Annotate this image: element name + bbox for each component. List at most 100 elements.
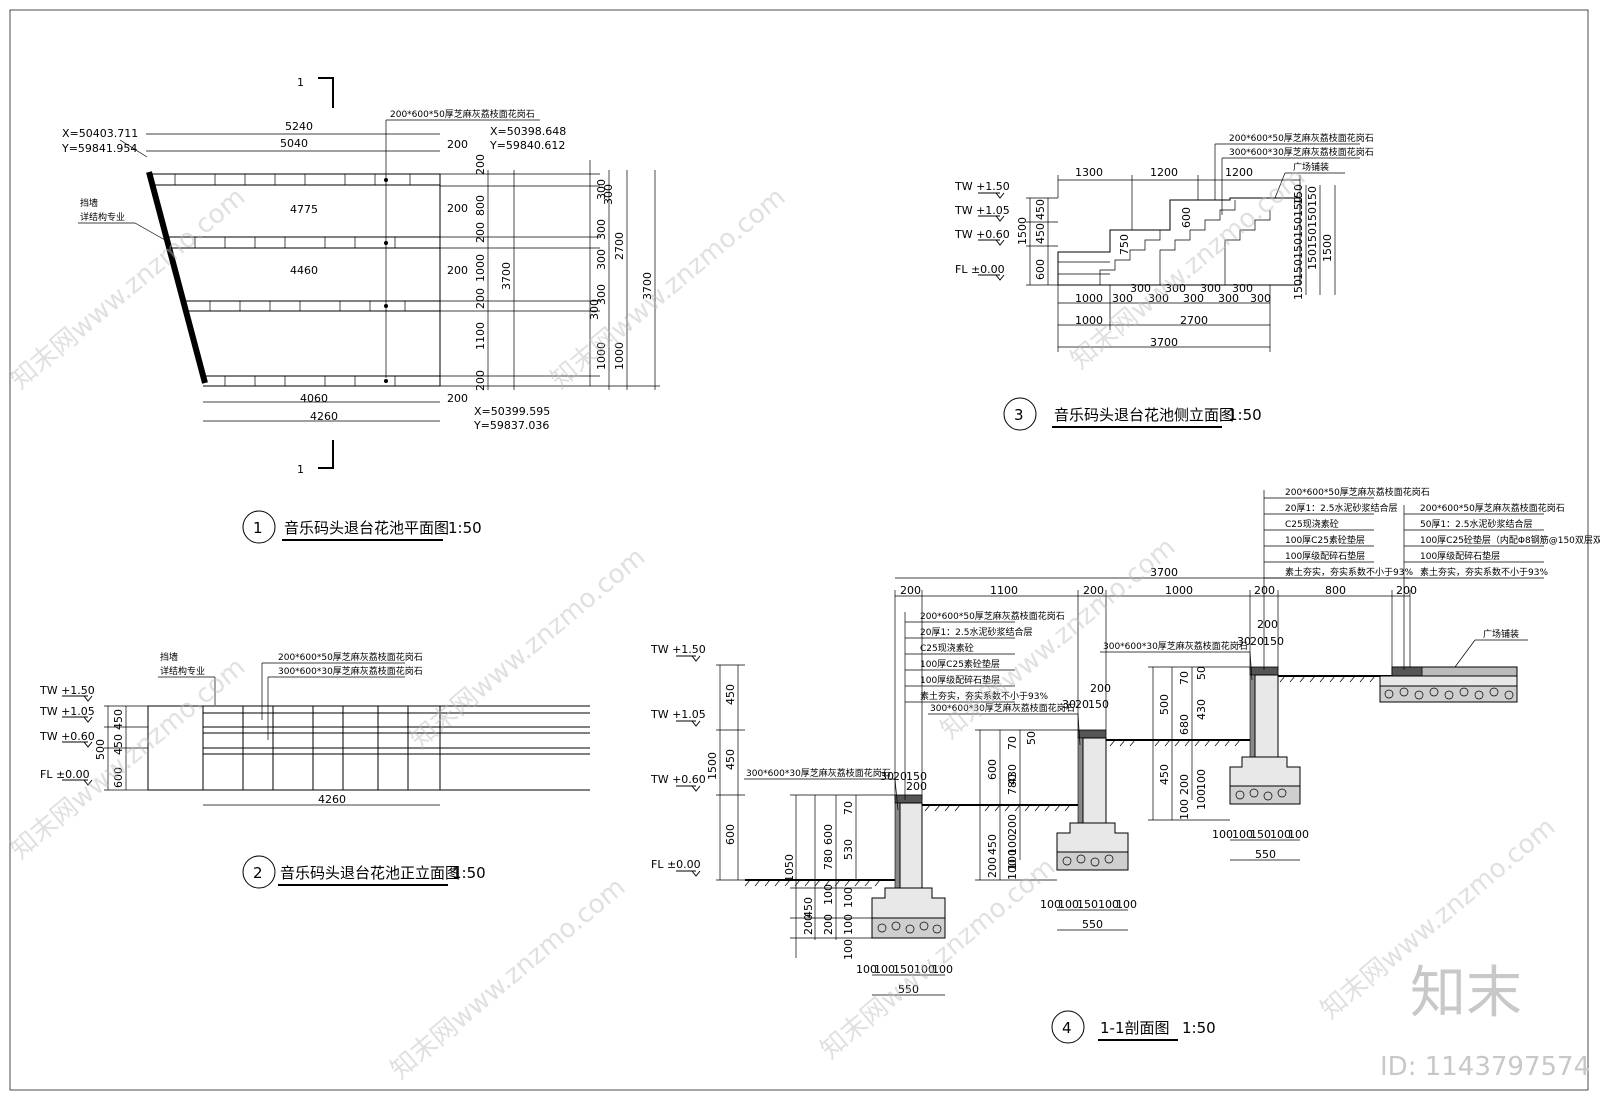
svg-text:300: 300: [595, 179, 608, 200]
section-plaza-paving: 广场铺装: [1379, 628, 1528, 703]
svg-text:450: 450: [1034, 223, 1047, 244]
svg-text:150: 150: [1263, 635, 1284, 648]
side-dim-3700: 3700: [1150, 336, 1178, 349]
svg-text:2700: 2700: [1180, 314, 1208, 327]
svg-text:200: 200: [1083, 584, 1104, 597]
plan-wall-label-2: 详结构专业: [80, 211, 125, 223]
retaining-wall: [146, 171, 208, 384]
front-scale: 1:50: [452, 864, 486, 882]
ground-lines: [744, 675, 1392, 887]
svg-text:素土夯实，夯实系数不小于93%: 素土夯实，夯实系数不小于93%: [1285, 566, 1413, 578]
section-wall-2: [1056, 729, 1129, 871]
svg-text:200: 200: [802, 914, 815, 935]
section-mark-top-line: [318, 77, 334, 108]
svg-text:300*600*30厚芝麻灰荔枝面花岗石: 300*600*30厚芝麻灰荔枝面花岗石: [1229, 146, 1374, 158]
svg-text:200*600*50厚芝麻灰荔枝面花岗石: 200*600*50厚芝麻灰荔枝面花岗石: [920, 610, 1065, 622]
plan-title-num: 1: [253, 519, 263, 537]
front-planters: [202, 705, 590, 791]
front-level-060: TW +0.60: [39, 730, 95, 743]
svg-text:100: 100: [874, 963, 895, 976]
plan-dim-4260: 4260: [310, 410, 338, 423]
svg-text:150: 150: [1077, 898, 1098, 911]
svg-text:70: 70: [1178, 671, 1191, 685]
section-view: TW +1.50 TW +1.05 TW +0.60 FL ±0.00 450 …: [650, 486, 1600, 1044]
svg-text:2700: 2700: [613, 232, 626, 260]
svg-text:430: 430: [1195, 699, 1208, 720]
svg-text:300: 300: [1148, 292, 1169, 305]
plan-vert-dims: 200 800 200 1000 200 1100 200 3700 300 3…: [474, 154, 654, 391]
svg-text:200*600*50厚芝麻灰荔枝面花岗石: 200*600*50厚芝麻灰荔枝面花岗石: [1285, 486, 1430, 498]
side-title-num: 3: [1014, 406, 1024, 424]
plan-stone-note: 200*600*50厚芝麻灰荔枝面花岗石: [390, 108, 535, 120]
svg-text:780: 780: [1006, 774, 1019, 795]
planter-strips: [150, 173, 441, 387]
svg-text:100: 100: [914, 963, 935, 976]
svg-text:3700: 3700: [500, 262, 513, 290]
svg-text:200: 200: [447, 392, 468, 405]
svg-text:100: 100: [822, 884, 835, 905]
section-wall-1: [871, 794, 946, 939]
svg-text:广场铺装: 广场铺装: [1293, 161, 1329, 173]
section-title-num: 4: [1062, 1019, 1072, 1037]
svg-text:100: 100: [1006, 859, 1019, 880]
svg-text:300: 300: [1218, 292, 1239, 305]
svg-text:300*600*30厚芝麻灰荔枝面花岗石: 300*600*30厚芝麻灰荔枝面花岗石: [278, 665, 423, 677]
svg-text:300: 300: [588, 299, 601, 320]
svg-text:30: 30: [1062, 698, 1076, 711]
svg-text:300: 300: [1130, 282, 1151, 295]
svg-text:200: 200: [1178, 774, 1191, 795]
svg-text:150150150150: 150150150150: [1306, 186, 1319, 270]
coord-tl-y: Y=59841.954: [61, 142, 137, 155]
svg-text:1500: 1500: [1016, 217, 1029, 245]
svg-text:430: 430: [1006, 764, 1019, 785]
side-level-150: TW +1.50: [954, 180, 1010, 193]
svg-text:600: 600: [1180, 207, 1193, 228]
svg-text:530: 530: [842, 839, 855, 860]
svg-text:200: 200: [474, 154, 487, 175]
svg-text:680: 680: [1178, 714, 1191, 735]
svg-text:780: 780: [822, 849, 835, 870]
svg-text:20厚1：2.5水泥砂浆结合层: 20厚1：2.5水泥砂浆结合层: [1285, 502, 1398, 514]
svg-text:150: 150: [1292, 279, 1305, 300]
svg-text:知末网www.znzmo.com: 知末网www.znzmo.com: [385, 872, 631, 1085]
front-title: 音乐码头退台花池正立面图: [280, 864, 460, 882]
coord-tr-y: Y=59840.612: [489, 139, 565, 152]
svg-text:550: 550: [1082, 918, 1103, 931]
svg-text:550: 550: [1255, 848, 1276, 861]
svg-text:200: 200: [1254, 584, 1275, 597]
svg-text:50厚1：2.5水泥砂浆结合层: 50厚1：2.5水泥砂浆结合层: [1420, 518, 1533, 530]
svg-text:500: 500: [1158, 694, 1171, 715]
svg-text:100厚级配碎石垫层: 100厚级配碎石垫层: [1420, 550, 1500, 562]
svg-text:3700: 3700: [641, 272, 654, 300]
svg-text:知末网www.znzmo.com: 知末网www.znzmo.com: [405, 542, 651, 755]
svg-text:300: 300: [1200, 282, 1221, 295]
svg-text:20: 20: [1250, 635, 1264, 648]
svg-text:20: 20: [893, 770, 907, 783]
svg-text:450: 450: [1034, 199, 1047, 220]
section-layers-a: 200*600*50厚芝麻灰荔枝面花岗石 20厚1：2.5水泥砂浆结合层 C25…: [904, 610, 1065, 800]
svg-text:150: 150: [1292, 184, 1305, 205]
svg-text:500: 500: [94, 739, 107, 760]
svg-text:200: 200: [474, 288, 487, 309]
svg-text:150150150150: 150150150150: [1292, 196, 1305, 280]
svg-text:100: 100: [932, 963, 953, 976]
plan-dim-5040: 5040: [280, 137, 308, 150]
svg-text:600: 600: [986, 759, 999, 780]
svg-text:300: 300: [602, 184, 615, 205]
front-title-num: 2: [253, 864, 263, 882]
svg-text:70: 70: [842, 801, 855, 815]
coord-br-x: X=50399.595: [474, 405, 550, 418]
svg-text:600: 600: [822, 824, 835, 845]
svg-text:200: 200: [900, 584, 921, 597]
front-dim-4260: 4260: [318, 793, 346, 806]
side-level-105: TW +1.05: [954, 204, 1010, 217]
svg-text:100: 100: [1116, 898, 1137, 911]
svg-text:C25现浇素砼: C25现浇素砼: [920, 642, 974, 654]
svg-text:50: 50: [1195, 666, 1208, 680]
coord-tr-x: X=50398.648: [490, 125, 566, 138]
watermark-logo: 知末: [1410, 961, 1522, 1026]
section-layers-b: 200*600*50厚芝麻灰荔枝面花岗石 20厚1：2.5水泥砂浆结合层 C25…: [1263, 486, 1430, 670]
svg-text:200*600*50厚芝麻灰荔枝面花岗石: 200*600*50厚芝麻灰荔枝面花岗石: [1420, 502, 1565, 514]
svg-text:300: 300: [1112, 292, 1133, 305]
